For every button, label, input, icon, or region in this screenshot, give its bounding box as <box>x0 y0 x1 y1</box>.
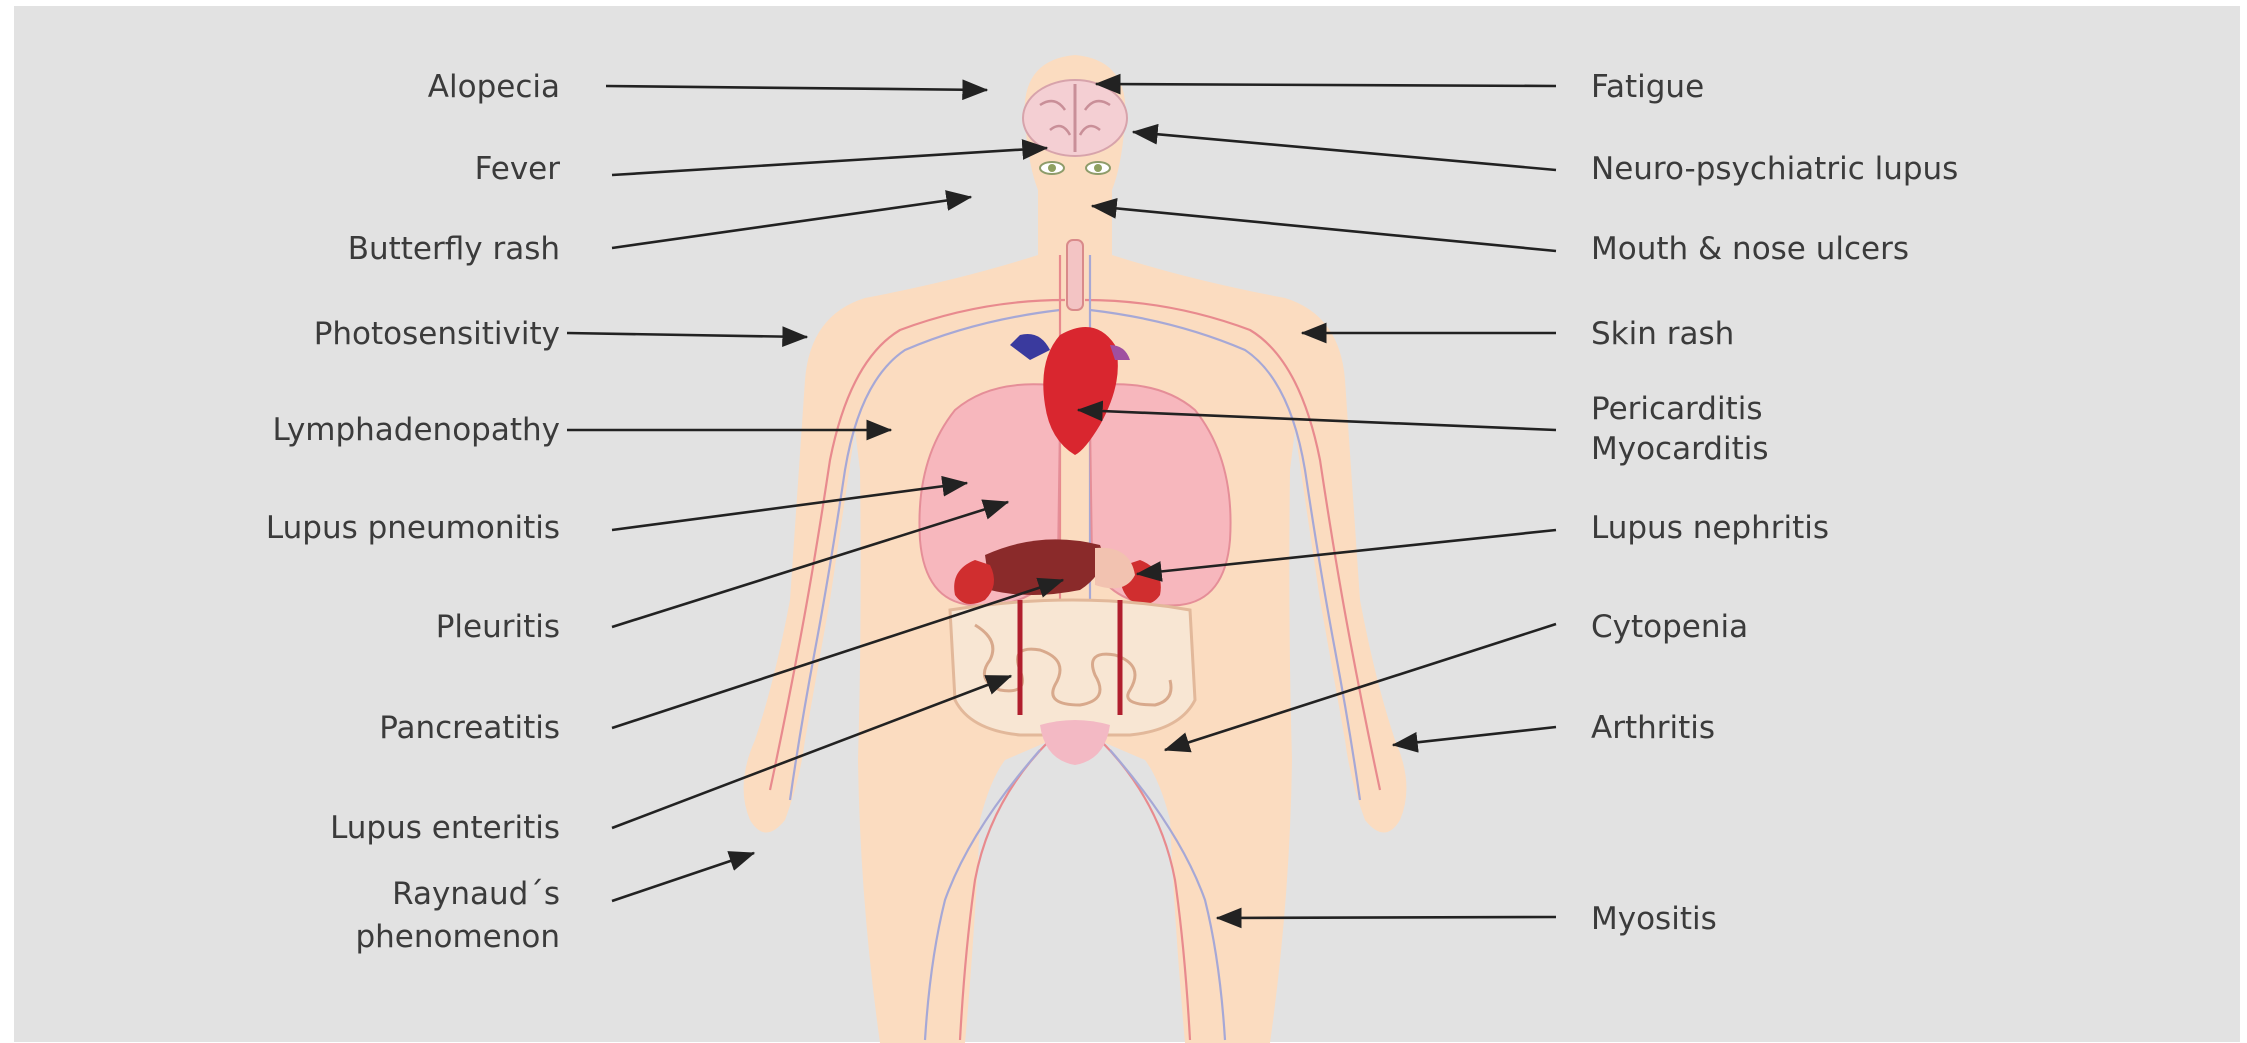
trachea <box>1067 240 1083 310</box>
label-pleuritis: Pleuritis <box>436 609 560 645</box>
brain <box>1023 80 1127 156</box>
label-lupus-enteritis: Lupus enteritis <box>330 810 560 846</box>
label-photosensitivity: Photosensitivity <box>314 316 560 352</box>
label-alopecia: Alopecia <box>428 69 560 105</box>
label-lupus-pneumonitis: Lupus pneumonitis <box>266 510 560 546</box>
label-lymphadenopathy: Lymphadenopathy <box>273 412 560 448</box>
label-raynauds-line2: phenomenon <box>355 919 560 955</box>
label-neuro-psychiatric-lupus: Neuro-psychiatric lupus <box>1591 151 1958 187</box>
label-pancreatitis: Pancreatitis <box>379 710 560 746</box>
label-myositis: Myositis <box>1591 901 1717 937</box>
label-myocarditis: Myocarditis <box>1591 431 1769 467</box>
label-butterfly-rash: Butterfly rash <box>348 231 560 267</box>
label-lupus-nephritis: Lupus nephritis <box>1591 510 1829 546</box>
label-pericarditis: Pericarditis <box>1591 391 1762 427</box>
label-arthritis: Arthritis <box>1591 710 1715 746</box>
label-fatigue: Fatigue <box>1591 69 1704 105</box>
label-fever: Fever <box>475 151 561 187</box>
label-skin-rash: Skin rash <box>1591 316 1734 352</box>
intestines <box>950 600 1195 735</box>
label-cytopenia: Cytopenia <box>1591 609 1748 645</box>
label-mouth-nose-ulcers: Mouth & nose ulcers <box>1591 231 1909 267</box>
label-raynauds-line1: Raynaud´s <box>392 876 560 912</box>
